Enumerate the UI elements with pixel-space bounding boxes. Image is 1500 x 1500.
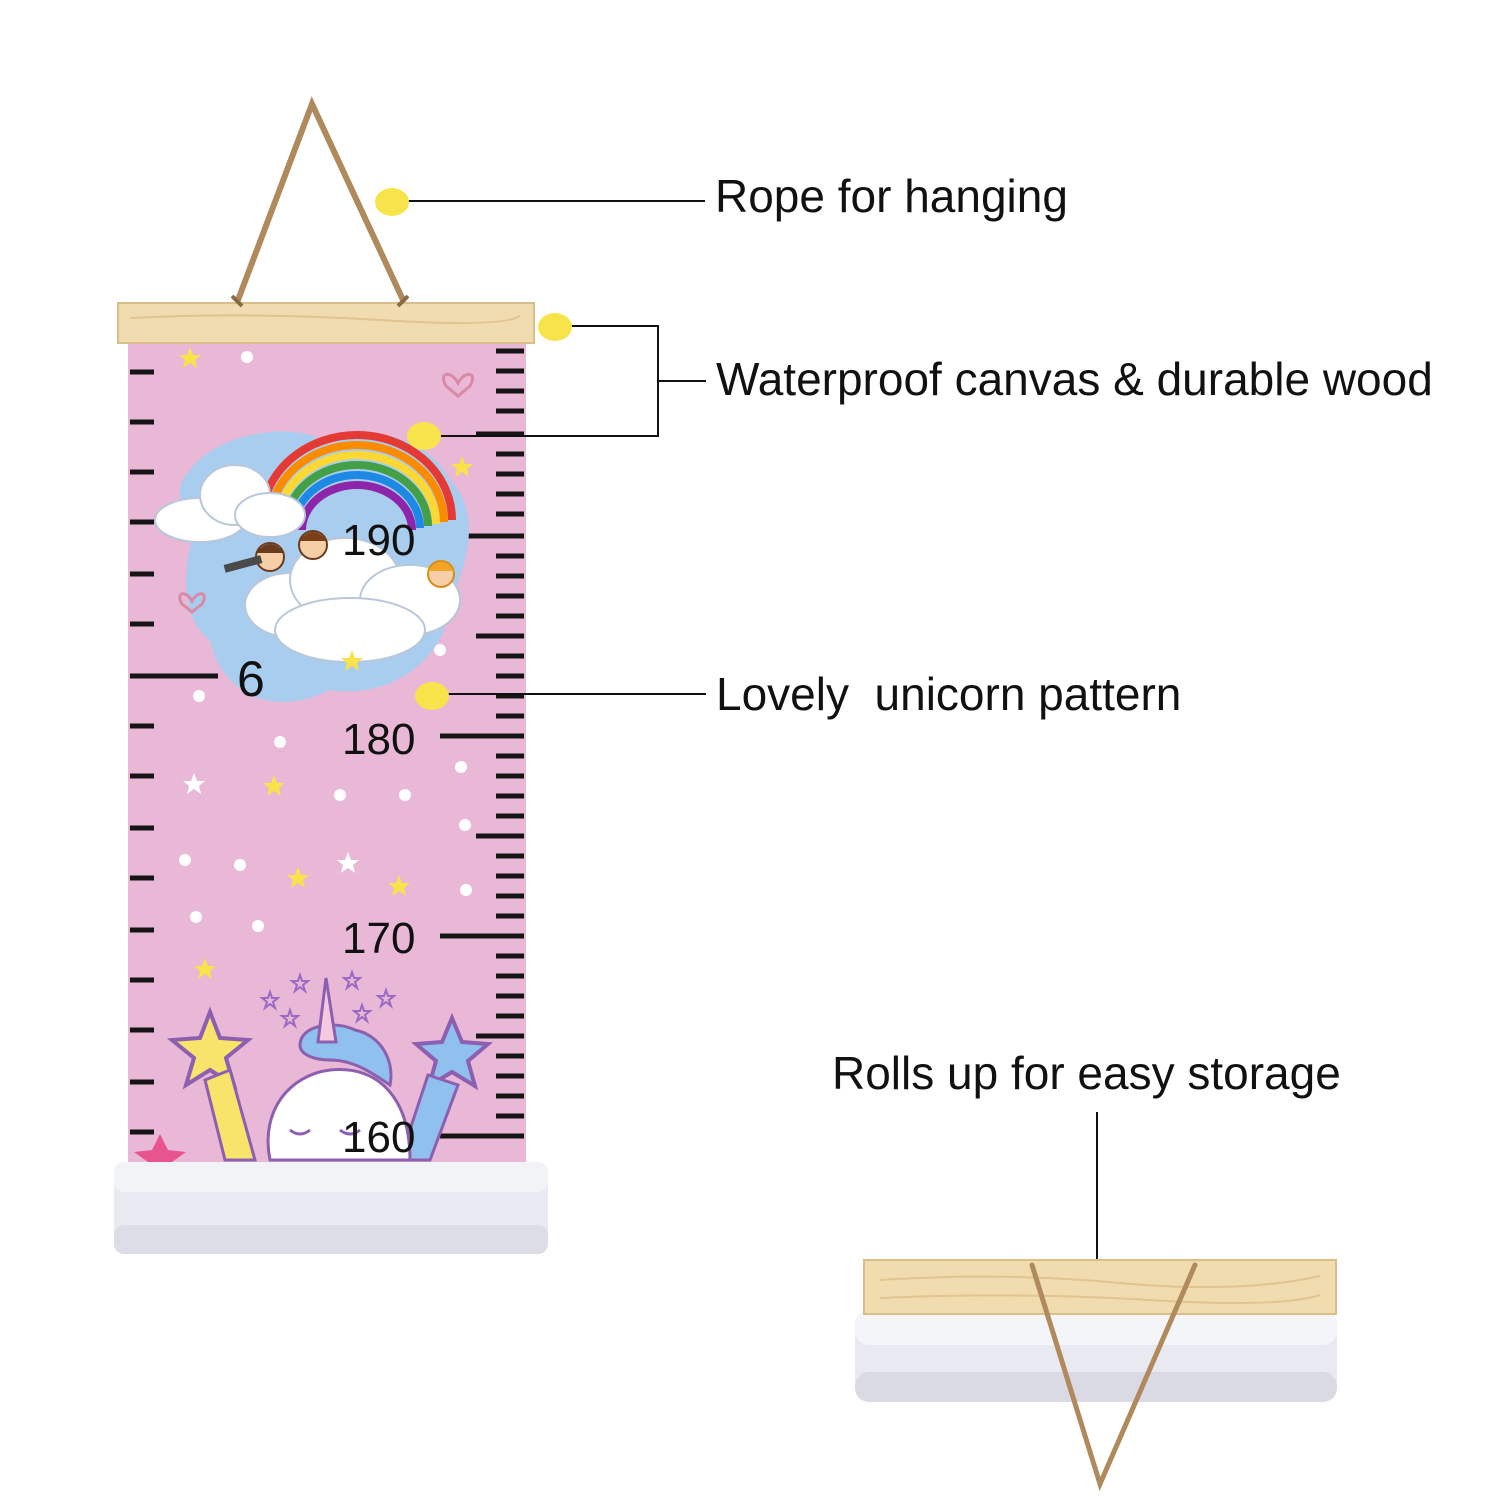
mark-180: 180 xyxy=(342,715,415,764)
white-dots xyxy=(179,351,472,932)
callout-rope: Rope for hanging xyxy=(715,170,1068,222)
mark-190: 190 xyxy=(342,516,415,565)
right-ticks xyxy=(440,348,524,1139)
left-ticks xyxy=(130,369,218,1135)
callout-canvas-wood: Waterproof canvas & durable wood xyxy=(716,353,1433,405)
rolled-rope xyxy=(1029,1262,1198,1492)
hanging-rope xyxy=(235,96,406,303)
canvas-wood-bracket xyxy=(437,325,706,437)
callout-storage: Rolls up for easy storage xyxy=(832,1047,1341,1099)
cloud-small xyxy=(154,464,306,543)
hearts xyxy=(178,372,474,614)
unicorn xyxy=(266,977,412,1162)
sparkles xyxy=(259,968,397,1029)
big-stars xyxy=(134,1006,493,1162)
mark-160: 160 xyxy=(342,1113,415,1162)
star-rays xyxy=(203,1067,460,1162)
rolled-wood-bar xyxy=(863,1259,1337,1315)
mark-age-6: 6 xyxy=(237,651,265,707)
small-stars xyxy=(179,347,473,979)
callout-pattern: Lovely unicorn pattern xyxy=(716,668,1182,720)
kids-illustration xyxy=(223,530,455,588)
mark-170: 170 xyxy=(342,914,415,963)
